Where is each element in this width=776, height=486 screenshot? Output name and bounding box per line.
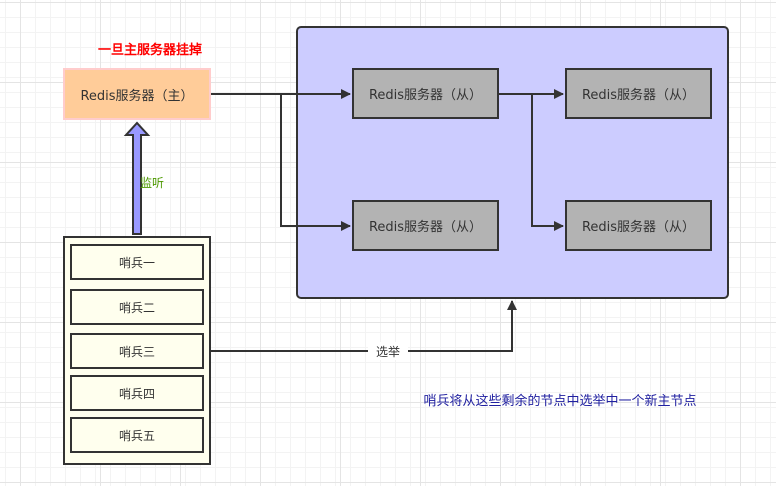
warning-label: 一旦主服务器挂掉 [97, 42, 202, 58]
monitor-label: 监听 [140, 175, 165, 190]
sentinel-node-label: 哨兵三 [118, 344, 155, 359]
note-label: 哨兵将从这些剩余的节点中选举中一个新主节点 [423, 393, 697, 409]
edge-elect [211, 300, 517, 352]
edge-master-to-slave-3 [280, 94, 351, 231]
edge-slave-1-to-slave-4 [531, 94, 564, 231]
master-node[interactable]: Redis服务器（主） [63, 68, 211, 120]
monitor-arrow [123, 121, 151, 235]
sentinel-node[interactable]: 哨兵一 [70, 244, 204, 280]
sentinel-node-label: 哨兵一 [118, 255, 155, 270]
slave-node-label: Redis服务器（从） [368, 88, 483, 103]
slave-node[interactable]: Redis服务器（从） [565, 200, 712, 251]
slave-node-label: Redis服务器（从） [581, 220, 696, 235]
slave-node[interactable]: Redis服务器（从） [565, 68, 712, 119]
slave-node[interactable]: Redis服务器（从） [352, 68, 499, 119]
slave-node-label: Redis服务器（从） [581, 88, 696, 103]
slave-node-label: Redis服务器（从） [368, 220, 483, 235]
slave-node[interactable]: Redis服务器（从） [352, 200, 499, 251]
sentinel-node-label: 哨兵二 [118, 300, 155, 315]
master-node-label: Redis服务器（主） [80, 88, 194, 104]
sentinel-node-label: 哨兵五 [118, 428, 155, 443]
sentinel-node[interactable]: 哨兵四 [70, 375, 204, 411]
sentinel-node[interactable]: 哨兵二 [70, 289, 204, 325]
elect-label: 选举 [368, 342, 408, 360]
sentinel-node-label: 哨兵四 [118, 386, 155, 401]
sentinel-node[interactable]: 哨兵五 [70, 417, 204, 453]
sentinel-node[interactable]: 哨兵三 [70, 333, 204, 369]
